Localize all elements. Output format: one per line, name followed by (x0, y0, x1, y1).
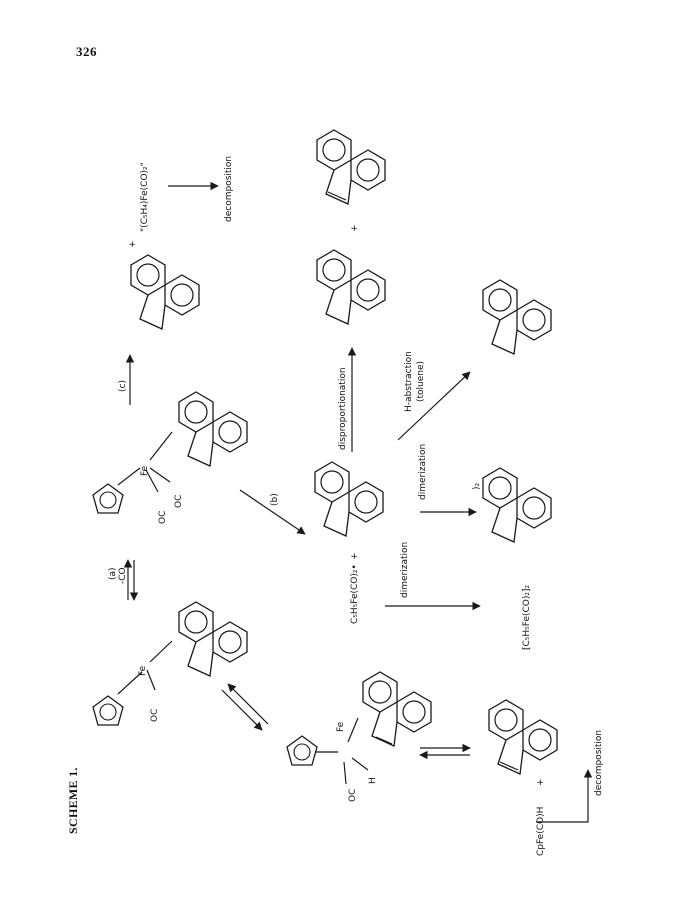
complex-fe-co2-acenaphthenyl (92, 391, 248, 514)
acenaphthenyl-radical-icon (314, 461, 384, 537)
label-decomposition-top: decomposition (224, 155, 234, 222)
equilibrium-arrow-left (221, 683, 269, 731)
label-fe-hydride: Fe (336, 721, 346, 732)
label-co-2: OC (174, 494, 184, 508)
label-dimer-subscript: )₂ (472, 482, 482, 490)
label-cpfe-co-h: CpFe(CO)H (536, 806, 546, 856)
label-dimer-cpfe: [C₅H₅Fe(CO)₂]₂ (522, 584, 532, 650)
cp-ring-icon (92, 483, 124, 514)
cp-ring-icon (92, 695, 124, 726)
arrow-h-abstraction (397, 371, 471, 441)
page-number: 326 (76, 44, 97, 59)
label-oc-1: OC (150, 708, 160, 722)
arrow-b (239, 489, 306, 535)
label-decomposition-bottom: decomposition (594, 729, 604, 796)
acenaphthylene-bottom-icon (488, 699, 558, 775)
label-plus-middle: + (350, 552, 360, 560)
label-plus-bottom: + (536, 778, 546, 786)
arrow-decomposition-bottom (536, 769, 593, 823)
label-oc-2: OC (158, 510, 168, 524)
label-step-b: (b) (270, 493, 280, 506)
label-c5h5fe-radical: C₅H₅Fe(CO)₂• (350, 564, 360, 624)
label-step-c: (c) (118, 380, 128, 392)
acenaphthene-top-icon (130, 254, 200, 330)
acenaphthenyl-ring-icon (178, 391, 248, 467)
acenaphthylene-top-icon (316, 129, 386, 205)
acenaphthene-bottom-icon (482, 279, 552, 355)
label-plus-right: + (350, 224, 360, 232)
label-fe-1: Fe (138, 665, 148, 676)
acenaphthenyl-dimer-icon (482, 467, 552, 543)
acenaphthene-middle-icon (316, 249, 386, 325)
label-dimerization-fe: dimerization (400, 541, 410, 598)
label-h-abstraction: H-abstraction (404, 351, 414, 412)
label-oc-hydride: OC (348, 788, 358, 802)
cp-ring-icon (286, 735, 318, 766)
label-fe-2: Fe (140, 465, 150, 476)
equilibrium-arrow-hydride (419, 743, 471, 760)
label-plus-top: + (128, 240, 138, 248)
acenaphthenyl-ring-icon (178, 601, 248, 677)
label-c5h4fe-co2: "(C₅H₄)Fe(CO)₂" (140, 162, 150, 232)
label-disproportionation: disproportionation (338, 367, 348, 450)
label-toluene: (toluene) (416, 360, 426, 402)
label-h-hydride: H (368, 777, 378, 784)
complex-fe-co-acenaphthenyl (92, 601, 248, 726)
label-dimerization-radical: dimerization (418, 443, 428, 500)
equilibrium-arrow-a (123, 559, 139, 601)
complex-fe-hydride-acenaphthylene (286, 671, 432, 785)
label-minus-co: -CO (118, 567, 128, 584)
